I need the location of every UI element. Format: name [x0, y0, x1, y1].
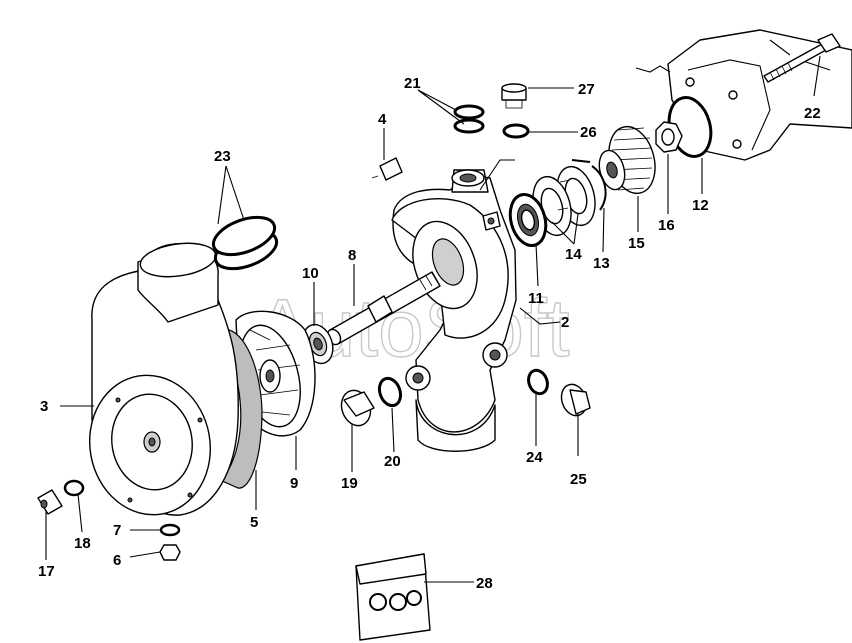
nut-cover	[159, 544, 181, 561]
callout-7: 7	[113, 522, 121, 539]
callout-20: 20	[384, 453, 401, 470]
sealing-washer-right	[527, 368, 549, 396]
callout-28: 28	[476, 575, 493, 592]
shaft-seal	[508, 193, 548, 247]
callout-18: 18	[74, 535, 91, 552]
callout-14: 14	[565, 246, 582, 263]
callout-23: 23	[214, 148, 231, 165]
leader-lines	[45, 55, 821, 583]
callout-24: 24	[526, 449, 543, 466]
callout-4: 4	[378, 111, 387, 128]
hex-nut	[655, 121, 683, 153]
callout-17: 17	[38, 563, 55, 580]
callout-11: 11	[528, 290, 544, 307]
callout-25: 25	[570, 471, 587, 488]
callout-2: 2	[561, 314, 569, 331]
seal-rings	[453, 104, 485, 134]
callout-10: 10	[302, 265, 319, 282]
drain-plug-top	[501, 83, 527, 109]
snap-ring	[571, 159, 607, 211]
callout-21: 21	[404, 75, 421, 92]
callout-3: 3	[40, 398, 48, 415]
gasket-kit-bag	[355, 553, 431, 641]
callout-6: 6	[113, 552, 121, 569]
callout-15: 15	[628, 235, 645, 252]
sealing-washer-mid	[377, 376, 403, 408]
sealing-washer-top	[502, 123, 530, 139]
callout-12: 12	[692, 197, 709, 214]
pump-cover	[88, 242, 239, 516]
callout-8: 8	[348, 247, 356, 264]
callout-labels: 2 3 4 5 6 7 8 9 10 11 12 13 14 15 16 17 …	[38, 75, 821, 592]
washer-small	[63, 479, 85, 497]
mounting-bolt	[371, 157, 403, 181]
hose-rings	[211, 215, 279, 271]
callout-27: 27	[578, 81, 595, 98]
callout-16: 16	[658, 217, 675, 234]
drive-gear	[598, 125, 656, 195]
drain-plug-small	[37, 489, 63, 515]
callout-5: 5	[250, 514, 258, 531]
washer-cover	[159, 523, 181, 537]
callout-13: 13	[593, 255, 610, 272]
pump-housing	[391, 159, 517, 452]
plug-large	[340, 389, 375, 427]
callout-22: 22	[804, 105, 821, 122]
plug-right	[560, 383, 591, 417]
callout-26: 26	[580, 124, 597, 141]
long-bolt	[763, 33, 841, 83]
callout-9: 9	[290, 475, 298, 492]
pump-shaft	[326, 271, 441, 346]
callout-19: 19	[341, 475, 358, 492]
